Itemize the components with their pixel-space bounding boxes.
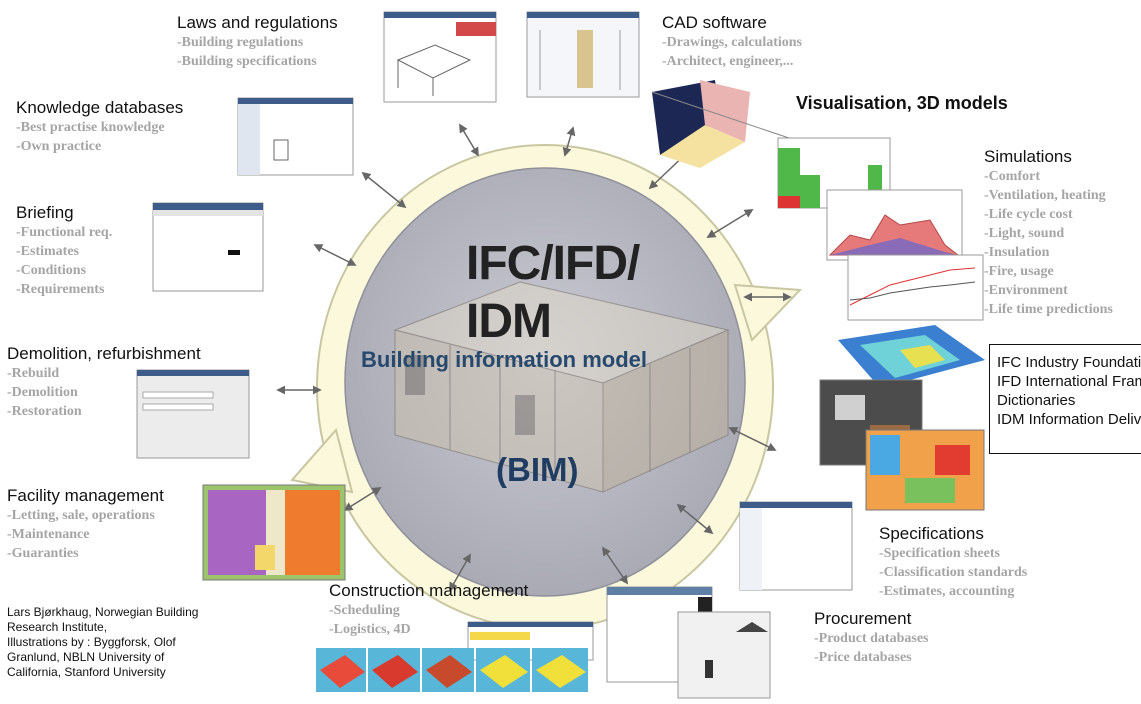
- category-demolition: Demolition, refurbishment Rebuild Demoli…: [7, 344, 201, 421]
- laws-item: Building specifications: [177, 52, 338, 71]
- arrow-briefing: [313, 244, 357, 266]
- construction-4d-renders: [316, 648, 588, 692]
- simulations-item: Insulation: [984, 243, 1113, 262]
- knowledge-title: Knowledge databases: [16, 98, 184, 117]
- arrow-specifications: [676, 503, 714, 535]
- demolition-item: Rebuild: [7, 364, 201, 383]
- knowledge-screenshot: [237, 97, 354, 176]
- legend-line: IFC Industry Foundation Classes: [997, 354, 1141, 371]
- category-briefing: Briefing Functional req. Estimates Condi…: [16, 203, 112, 299]
- briefing-item: Requirements: [16, 280, 112, 299]
- demolition-item: Demolition: [7, 383, 201, 402]
- category-specifications: Specifications Specification sheets Clas…: [879, 524, 1027, 601]
- legend-line: IFD International Framework for: [997, 373, 1141, 390]
- cad-item: Architect, engineer,...: [662, 52, 802, 71]
- facility-item: Letting, sale, operations: [7, 506, 164, 525]
- center-bim-label: (BIM): [496, 451, 579, 488]
- construction-title: Construction management: [329, 581, 529, 600]
- category-construction: Construction management Scheduling Logis…: [329, 581, 528, 639]
- center-title-line2: IDM: [466, 295, 552, 348]
- credits: Lars Bjørkhaug, Norwegian Building Resea…: [7, 605, 198, 680]
- floor-plan: [202, 484, 346, 581]
- specifications-screenshot: [739, 501, 853, 591]
- facility-item: Maintenance: [7, 525, 164, 544]
- procurement-title: Procurement: [814, 609, 912, 628]
- category-facility: Facility management Letting, sale, opera…: [7, 486, 164, 563]
- knowledge-item: Best practise knowledge: [16, 118, 183, 137]
- simulation-chart-2: [826, 189, 963, 261]
- specifications-item: Estimates, accounting: [879, 582, 1027, 601]
- arrow-procurement: [601, 546, 629, 585]
- simulations-item: Fire, usage: [984, 262, 1113, 281]
- briefing-title: Briefing: [16, 203, 74, 222]
- legend-line: IDM Information Delivery Manual: [997, 411, 1141, 428]
- arrow-simulations: [706, 209, 754, 238]
- cad-title: CAD software: [662, 13, 767, 32]
- visualisation-3d: [651, 80, 796, 168]
- cad-item: Drawings, calculations: [662, 33, 802, 52]
- arrow-laws: [459, 123, 479, 157]
- facility-item: Guaranties: [7, 544, 164, 563]
- credit-line: Granlund, NBLN University of: [7, 650, 165, 664]
- simulations-item: Ventilation, heating: [984, 186, 1113, 205]
- facility-title: Facility management: [7, 486, 164, 505]
- laws-title: Laws and regulations: [177, 13, 338, 32]
- arrow-cad: [562, 126, 576, 157]
- credit-line: California, Stanford University: [7, 665, 166, 679]
- arrow-knowledge: [361, 171, 407, 209]
- visualisation-title: Visualisation, 3D models: [796, 93, 1008, 113]
- simulations-item: Life time predictions: [984, 300, 1113, 319]
- simulation-chart-3: [847, 254, 984, 321]
- category-knowledge: Knowledge databases Best practise knowle…: [16, 98, 183, 156]
- acronym-legend: IFC Industry Foundation Classes IFD Inte…: [989, 344, 1141, 454]
- arrow-renderings: [728, 427, 777, 451]
- category-visualisation: Visualisation, 3D models: [796, 93, 1008, 113]
- cad-screenshot: [526, 11, 640, 98]
- procurement-screenshot-2: [677, 611, 771, 699]
- bim-disc: [344, 167, 746, 597]
- procurement-item: Price databases: [814, 648, 928, 667]
- simulations-item: Life cycle cost: [984, 205, 1113, 224]
- category-laws: Laws and regulations Building regulation…: [177, 13, 338, 71]
- credit-line: Research Institute,: [7, 620, 108, 634]
- briefing-item: Estimates: [16, 242, 112, 261]
- simulations-item: Environment: [984, 281, 1113, 300]
- briefing-item: Conditions: [16, 261, 112, 280]
- legend-line: Dictionaries: [997, 392, 1076, 409]
- thermal-render: [865, 429, 985, 511]
- briefing-screenshot: [152, 202, 264, 292]
- building-model-illustration: [393, 281, 730, 493]
- category-cad: CAD software Drawings, calculations Arch…: [662, 13, 802, 71]
- simulation-fluid-render: [838, 325, 985, 388]
- simulations-item: Light, sound: [984, 224, 1113, 243]
- credit-line: Lars Bjørkhaug, Norwegian Building: [7, 605, 199, 619]
- demolition-title: Demolition, refurbishment: [7, 344, 201, 363]
- center-subtitle: Building information model: [361, 347, 647, 372]
- category-simulations: Simulations Comfort Ventilation, heating…: [984, 147, 1113, 319]
- laws-item: Building regulations: [177, 33, 338, 52]
- center-title-line1: IFC/IFD/: [466, 237, 640, 290]
- construction-item: Scheduling: [329, 601, 528, 620]
- briefing-item: Functional req.: [16, 223, 113, 242]
- laws-screenshot: [383, 11, 497, 103]
- credit-line: Illustrations by : Byggforsk, Olof: [7, 635, 176, 649]
- arrow-facility: [343, 487, 382, 511]
- knowledge-item: Own practice: [16, 137, 183, 156]
- demolition-item: Restoration: [7, 402, 201, 421]
- arrow-construction: [449, 553, 471, 592]
- category-procurement: Procurement Product databases Price data…: [814, 609, 928, 667]
- construction-item: Logistics, 4D: [329, 620, 528, 639]
- simulations-title: Simulations: [984, 147, 1072, 166]
- specifications-item: Classification standards: [879, 563, 1028, 582]
- simulations-item: Comfort: [984, 167, 1113, 186]
- specifications-item: Specification sheets: [879, 544, 1027, 563]
- procurement-item: Product databases: [814, 629, 929, 648]
- specifications-title: Specifications: [879, 524, 984, 543]
